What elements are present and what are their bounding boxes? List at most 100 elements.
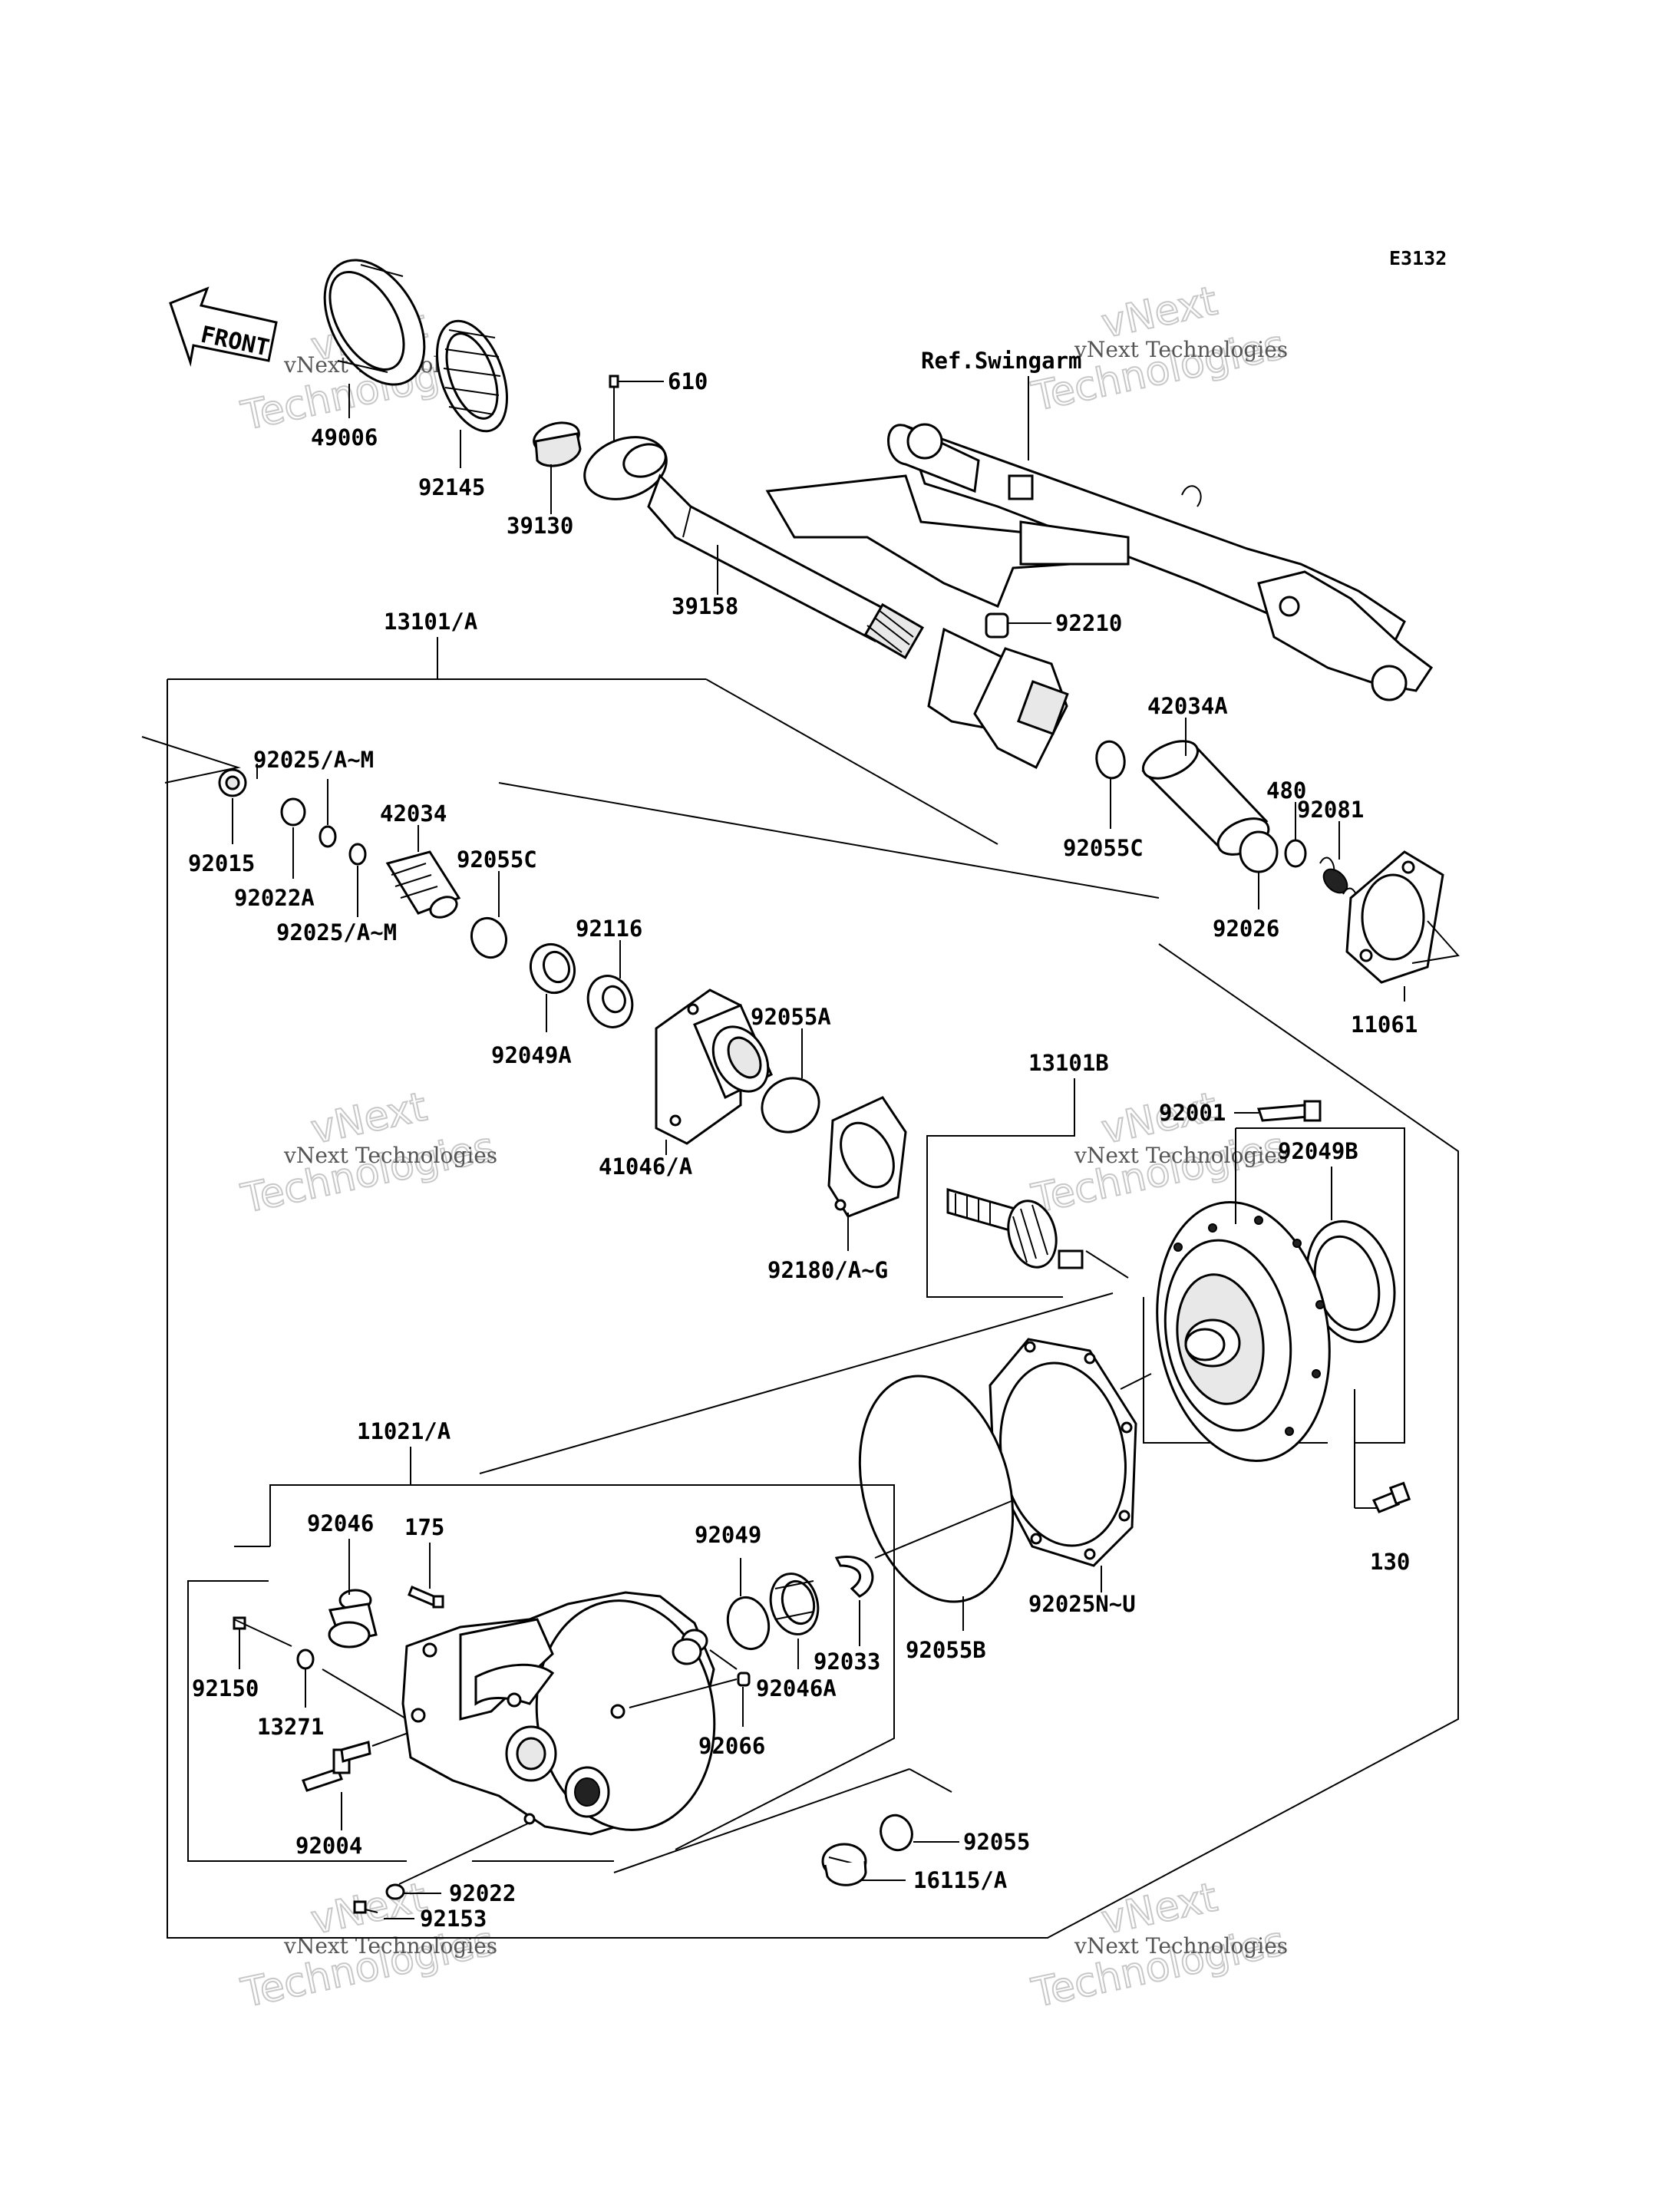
label-39158: 39158 [672,593,738,619]
label-13271: 13271 [257,1714,324,1740]
label-130: 130 [1370,1549,1410,1575]
label-92150: 92150 [192,1675,259,1701]
axis-line-13271-b [322,1668,408,1720]
part-92033-circlip [834,1556,874,1598]
bracket-13101B [926,1117,1075,1298]
watermark-mid-left: vNext Technologies vNext Technologies [236,1083,499,1223]
label-92153: 92153 [420,1906,487,1932]
part-42034A-sleeve [1141,740,1270,856]
label-13101A: 13101/A [384,609,477,635]
part-92055C-oring-left [470,916,508,959]
bracket-plug [613,1768,952,1873]
part-11061-gasket [1345,850,1444,984]
part-13101B-pinion [946,1188,1084,1269]
part-92004-stud [302,1741,371,1792]
label-92026: 92026 [1213,916,1279,942]
axis-line-13271 [233,1619,292,1647]
label-13101B: 13101B [1028,1050,1109,1076]
part-49006-ring [323,259,426,386]
bracket-11021A [187,1447,895,1862]
part-92001-bolt [1256,1100,1322,1122]
label-92001: 92001 [1159,1100,1226,1126]
part-480-circlip [1284,839,1307,868]
part-92049B-seal [1305,1219,1396,1344]
label-92210: 92210 [1055,610,1122,636]
part-92153-bolt [353,1900,378,1914]
part-92046A-bush [672,1629,708,1665]
part-92180-shim [827,1096,907,1218]
label-92055C-left: 92055C [457,847,537,873]
axis-line-92046A [629,1678,738,1708]
part-175-stud [408,1586,444,1609]
part-92055B-oring [858,1375,1015,1603]
part-92025AM-shim2 [348,843,367,866]
axis-line-pinion [1085,1250,1129,1279]
svg-text:vNext Technologies: vNext Technologies [283,1933,497,1959]
part-41046A-housing [655,988,773,1145]
label-92116: 92116 [576,916,642,942]
part-130-bolt [1371,1481,1411,1513]
part-39158-drive-shaft [583,436,925,659]
diagram-code: E3132 [1389,247,1447,269]
label-11061: 11061 [1351,1012,1418,1038]
part-92026-washer [1239,830,1279,873]
svg-text:vNext Technologies: vNext Technologies [1074,1143,1288,1168]
part-92055C-oring-right [1095,740,1126,780]
label-39130: 39130 [507,513,573,539]
label-11021A: 11021/A [357,1418,451,1444]
label-92180: 92180/A~G [767,1257,888,1283]
label-92081: 92081 [1297,797,1364,823]
label-41046A: 41046/A [599,1153,692,1180]
label-92025AM-bottom: 92025/A~M [276,919,397,946]
label-175: 175 [404,1514,444,1540]
axis-line-92022 [398,1822,530,1885]
part-92025AM-shim1 [319,825,337,848]
front-arrow-icon: FRONT [169,286,278,367]
part-92055A-oring [761,1077,820,1134]
part-42034-coupling [385,850,461,919]
svg-text:vNext Technologies: vNext Technologies [283,1143,497,1168]
label-42034: 42034 [380,800,447,827]
part-16115A-plug [821,1843,867,1886]
part-92055-oring [880,1814,913,1852]
swingarm [765,399,1434,770]
part-92025NU-shim [989,1338,1137,1567]
axis-line-oring [874,1500,1014,1559]
watermark-bottom-right: vNext Technologies vNext Technologies [1027,1873,1289,2017]
svg-text:vNext Technologies: vNext Technologies [1074,337,1288,362]
label-92046A: 92046A [756,1675,837,1701]
part-11021A-gear-case [401,1591,716,1836]
bracket-13101A [141,637,1459,1939]
label-92049B: 92049B [1278,1138,1358,1164]
axis-line-middle [479,1292,1114,1474]
part-92066-pin [737,1672,751,1687]
part-92116-bearing [586,975,634,1028]
label-92049: 92049 [695,1522,761,1548]
part-92046-bush [328,1589,378,1648]
label-92046: 92046 [307,1510,374,1536]
part-92145-spring [435,319,509,433]
svg-text:vNext Technologies: vNext Technologies [1074,1933,1288,1959]
label-16115A: 16115/A [913,1867,1007,1893]
leader-92046A [709,1649,738,1670]
part-ring-gear [1156,1200,1331,1463]
part-92049A-seal [530,942,576,995]
part-92022A-washer [280,797,306,827]
part-92049-seal [726,1596,771,1651]
label-92025AM-top: 92025/A~M [253,747,374,773]
ref-swingarm-label: Ref.Swingarm [921,348,1082,374]
label-92022: 92022 [449,1880,516,1906]
label-92015: 92015 [188,850,255,876]
part-610-grease-nipple [609,375,619,388]
label-92004: 92004 [295,1833,362,1859]
part-92015-nut [218,768,247,797]
label-42034A: 42034A [1147,693,1228,719]
label-92055C-right: 92055C [1063,835,1144,861]
part-92210-plug [985,612,1009,639]
label-92025NU: 92025N~U [1028,1591,1136,1617]
label-92055: 92055 [963,1829,1030,1855]
part-92022-washer [385,1883,405,1900]
part-bearing-needle [769,1573,820,1635]
label-92145: 92145 [418,474,485,500]
